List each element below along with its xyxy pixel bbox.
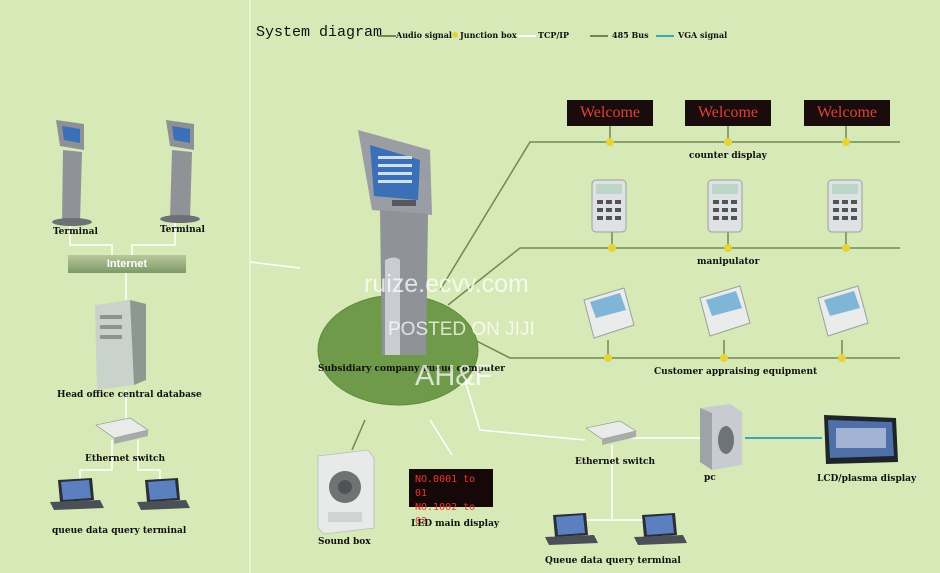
watermark-3: AH&F	[415, 360, 493, 392]
terminal-1-graphic	[52, 120, 92, 226]
label-ethernet-switch-left: Ethernet switch	[85, 454, 166, 464]
legend-audio: Audio signal	[396, 30, 452, 40]
main-kiosk-graphic	[358, 130, 432, 355]
label-lcd: LCD/plasma display	[817, 474, 917, 484]
lcd-graphic	[824, 415, 898, 464]
legend-vga-line	[656, 35, 674, 37]
junction-box-icon	[724, 244, 732, 252]
legend-tcpip-line	[518, 35, 536, 37]
welcome-display-2: Welcome	[685, 100, 771, 126]
welcome-display-1: Welcome	[567, 100, 653, 126]
label-terminal-1: Terminal	[53, 227, 98, 237]
diagram-title: System diagram	[256, 24, 383, 41]
label-head-office: Head office central database	[57, 390, 202, 400]
legend-audio-line	[378, 35, 396, 37]
watermark-1: ruize.ecvv.com	[364, 270, 529, 298]
watermark-2: POSTED ON JIJI	[388, 319, 535, 340]
legend-junction-icon	[452, 32, 458, 38]
junction-box-icon	[608, 244, 616, 252]
legend-485: 485 Bus	[612, 30, 649, 40]
terminal-2-graphic	[160, 120, 200, 223]
label-sound-box: Sound box	[318, 537, 371, 547]
label-kiosk: Subsidiary company queue computer	[318, 364, 505, 374]
junction-box-icon	[720, 354, 728, 362]
switch-left-graphic	[95, 417, 149, 444]
pc-graphic	[700, 404, 742, 470]
label-terminal-2: Terminal	[160, 225, 205, 235]
sound-box-graphic	[317, 449, 375, 535]
junction-box-icon	[842, 138, 850, 146]
junction-box-icon	[842, 244, 850, 252]
welcome-display-3: Welcome	[804, 100, 890, 126]
label-query-terminal-left: queue data query terminal	[52, 526, 187, 536]
led-line-1: NO.0001 to 01	[415, 474, 476, 499]
legend-tcpip: TCP/IP	[538, 30, 570, 40]
junction-box-icon	[606, 138, 614, 146]
junction-box-icon	[604, 354, 612, 362]
label-manipulator: manipulator	[697, 257, 760, 267]
manipulators-graphic	[591, 179, 863, 233]
internet-bar: Internet	[68, 255, 186, 273]
appraisers-graphic	[583, 285, 869, 339]
server-graphic	[95, 300, 146, 390]
label-led-main: LED main display	[411, 519, 500, 529]
led-main-display: NO.0001 to 01 NO.1002 to 02	[409, 469, 493, 527]
label-pc: pc	[704, 473, 716, 483]
label-query-terminal-right: Queue data query terminal	[545, 556, 681, 566]
junction-box-icon	[838, 354, 846, 362]
led-line-2: NO.1002 to 02	[415, 502, 476, 527]
label-counter-display: counter display	[689, 151, 767, 161]
junction-box-icon	[724, 138, 732, 146]
label-appraising: Customer appraising equipment	[654, 367, 818, 377]
legend-485-line	[590, 35, 608, 37]
label-ethernet-switch-right: Ethernet switch	[575, 457, 656, 467]
legend-vga: VGA signal	[678, 30, 728, 40]
legend-junction: Junction box	[460, 30, 517, 40]
switch-right-graphic	[585, 420, 637, 445]
